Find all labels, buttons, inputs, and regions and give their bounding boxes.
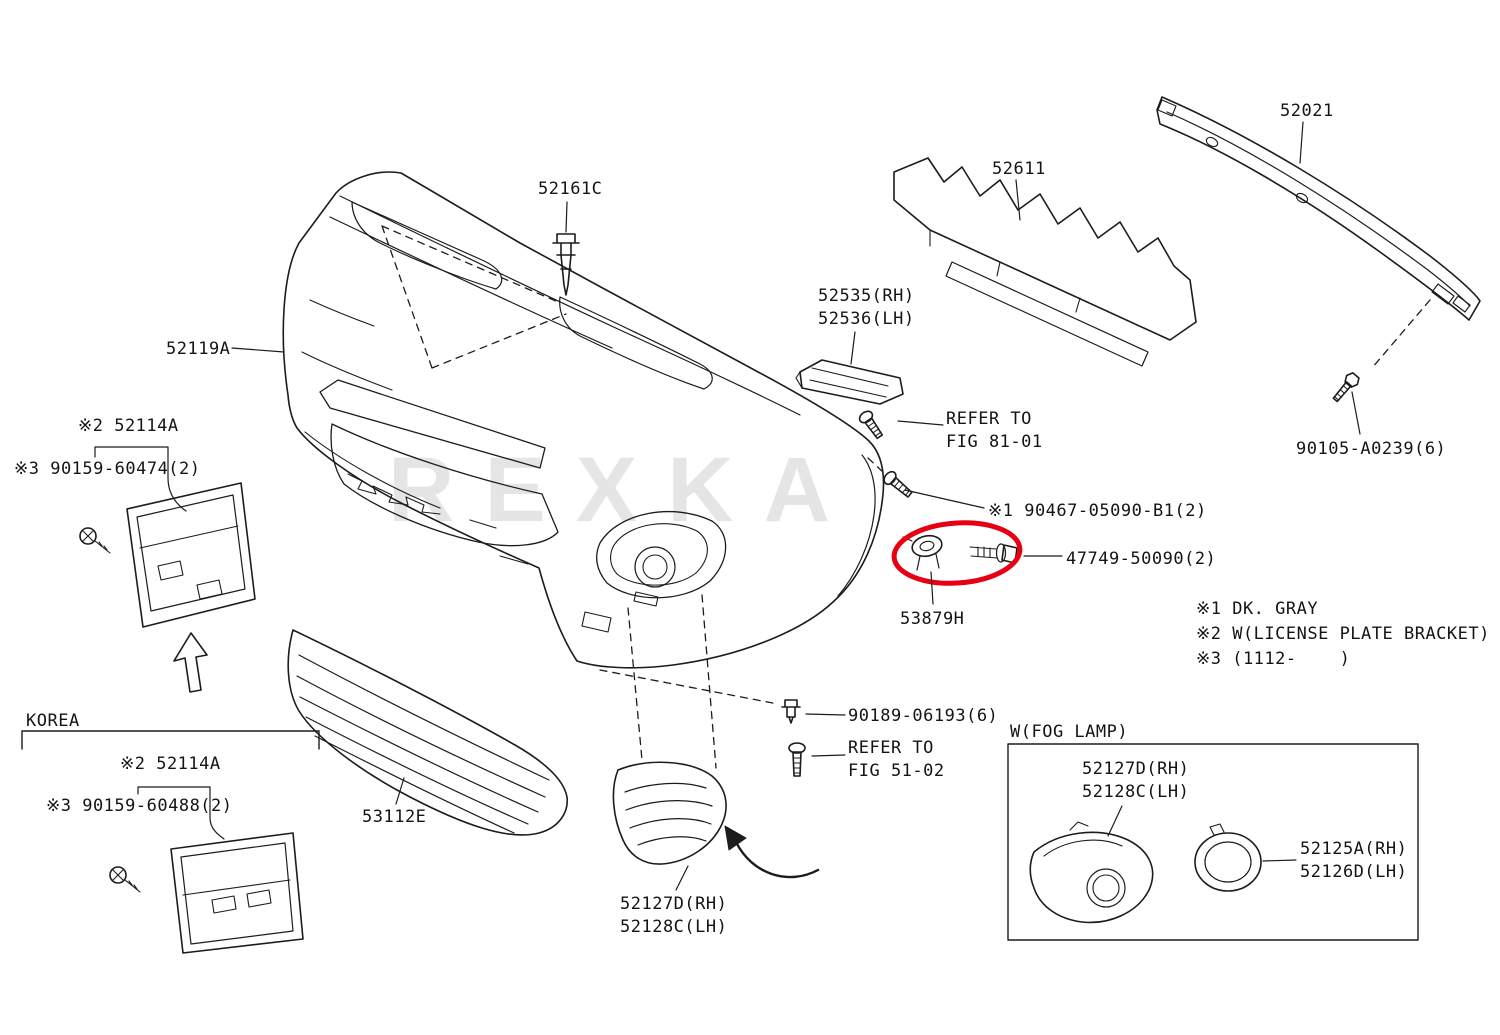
dashed-lines bbox=[381, 225, 1431, 769]
label-90467: ※1 90467-05090-B1(2) bbox=[988, 501, 1207, 521]
label-90189: 90189-06193(6) bbox=[848, 706, 999, 726]
label-52114A-korea: ※2 52114A bbox=[120, 754, 221, 774]
label-53879H: 53879H bbox=[900, 609, 965, 629]
korea-bracket-line bbox=[21, 730, 320, 750]
label-90159-60474: ※3 90159-60474(2) bbox=[14, 459, 201, 479]
label-53112E: 53112E bbox=[362, 807, 427, 827]
screw-90189-drawing bbox=[788, 742, 806, 777]
note-license-plate: ※2 W(LICENSE PLATE BRACKET) bbox=[1196, 624, 1490, 644]
label-52127-fogbox: 52127D(RH) 52128C(LH) bbox=[1082, 759, 1190, 802]
label-refer-fig51: REFER TO FIG 51-02 bbox=[848, 738, 945, 781]
license-bracket-upper-drawing bbox=[126, 482, 256, 628]
bolt-47749-drawing bbox=[969, 543, 1018, 564]
label-47749: 47749-50090(2) bbox=[1066, 549, 1217, 569]
screw-52535-drawing bbox=[858, 410, 884, 440]
label-52127-bottom: 52127D(RH) 52128C(LH) bbox=[620, 894, 728, 937]
clip-52161C-drawing bbox=[552, 233, 580, 296]
license-bracket-korea-drawing bbox=[170, 832, 304, 954]
bumper-cover-52119A-drawing bbox=[282, 171, 885, 669]
screw-60474-drawing bbox=[79, 527, 111, 554]
fog-lamp-box bbox=[1007, 743, 1419, 941]
screw-60488-drawing bbox=[109, 866, 141, 893]
bolt-90467-drawing bbox=[883, 470, 913, 498]
label-52161C: 52161C bbox=[538, 179, 603, 199]
curved-arrow bbox=[724, 825, 820, 879]
label-refer-fig81: REFER TO FIG 81-01 bbox=[946, 409, 1043, 452]
label-fog-lamp: W(FOG LAMP) bbox=[1010, 722, 1129, 742]
note-dk-gray: ※1 DK. GRAY bbox=[1196, 599, 1319, 619]
label-52611: 52611 bbox=[992, 159, 1046, 179]
reinforcement-52021-drawing bbox=[1156, 96, 1481, 321]
label-52114A-upper: ※2 52114A bbox=[78, 416, 179, 436]
label-52535-52536: 52535(RH) 52536(LH) bbox=[818, 286, 915, 329]
fog-cover-box-drawing bbox=[1029, 821, 1154, 924]
label-korea: KOREA bbox=[26, 711, 80, 731]
lower-grille-53112E-drawing bbox=[287, 629, 568, 836]
fog-cover-lower-drawing bbox=[612, 761, 727, 865]
leader-lines bbox=[94, 121, 1361, 891]
bracket-52535-drawing bbox=[795, 359, 904, 405]
bolt-90105-drawing bbox=[1332, 372, 1360, 403]
label-52119A: 52119A bbox=[166, 339, 231, 359]
label-52021: 52021 bbox=[1280, 101, 1334, 121]
fog-ring-drawing bbox=[1194, 823, 1262, 892]
absorber-52611-drawing bbox=[893, 157, 1197, 367]
note-date-range: ※3 (1112- ) bbox=[1196, 649, 1351, 669]
watermark-text: REXKA bbox=[388, 439, 861, 541]
clip-90189-drawing bbox=[781, 699, 801, 724]
label-90105: 90105-A0239(6) bbox=[1296, 439, 1447, 459]
label-52125A: 52125A(RH) 52126D(LH) bbox=[1300, 839, 1408, 882]
label-90159-60488: ※3 90159-60488(2) bbox=[46, 796, 233, 816]
highlight-ellipse bbox=[891, 520, 1023, 586]
up-arrow bbox=[173, 632, 208, 693]
